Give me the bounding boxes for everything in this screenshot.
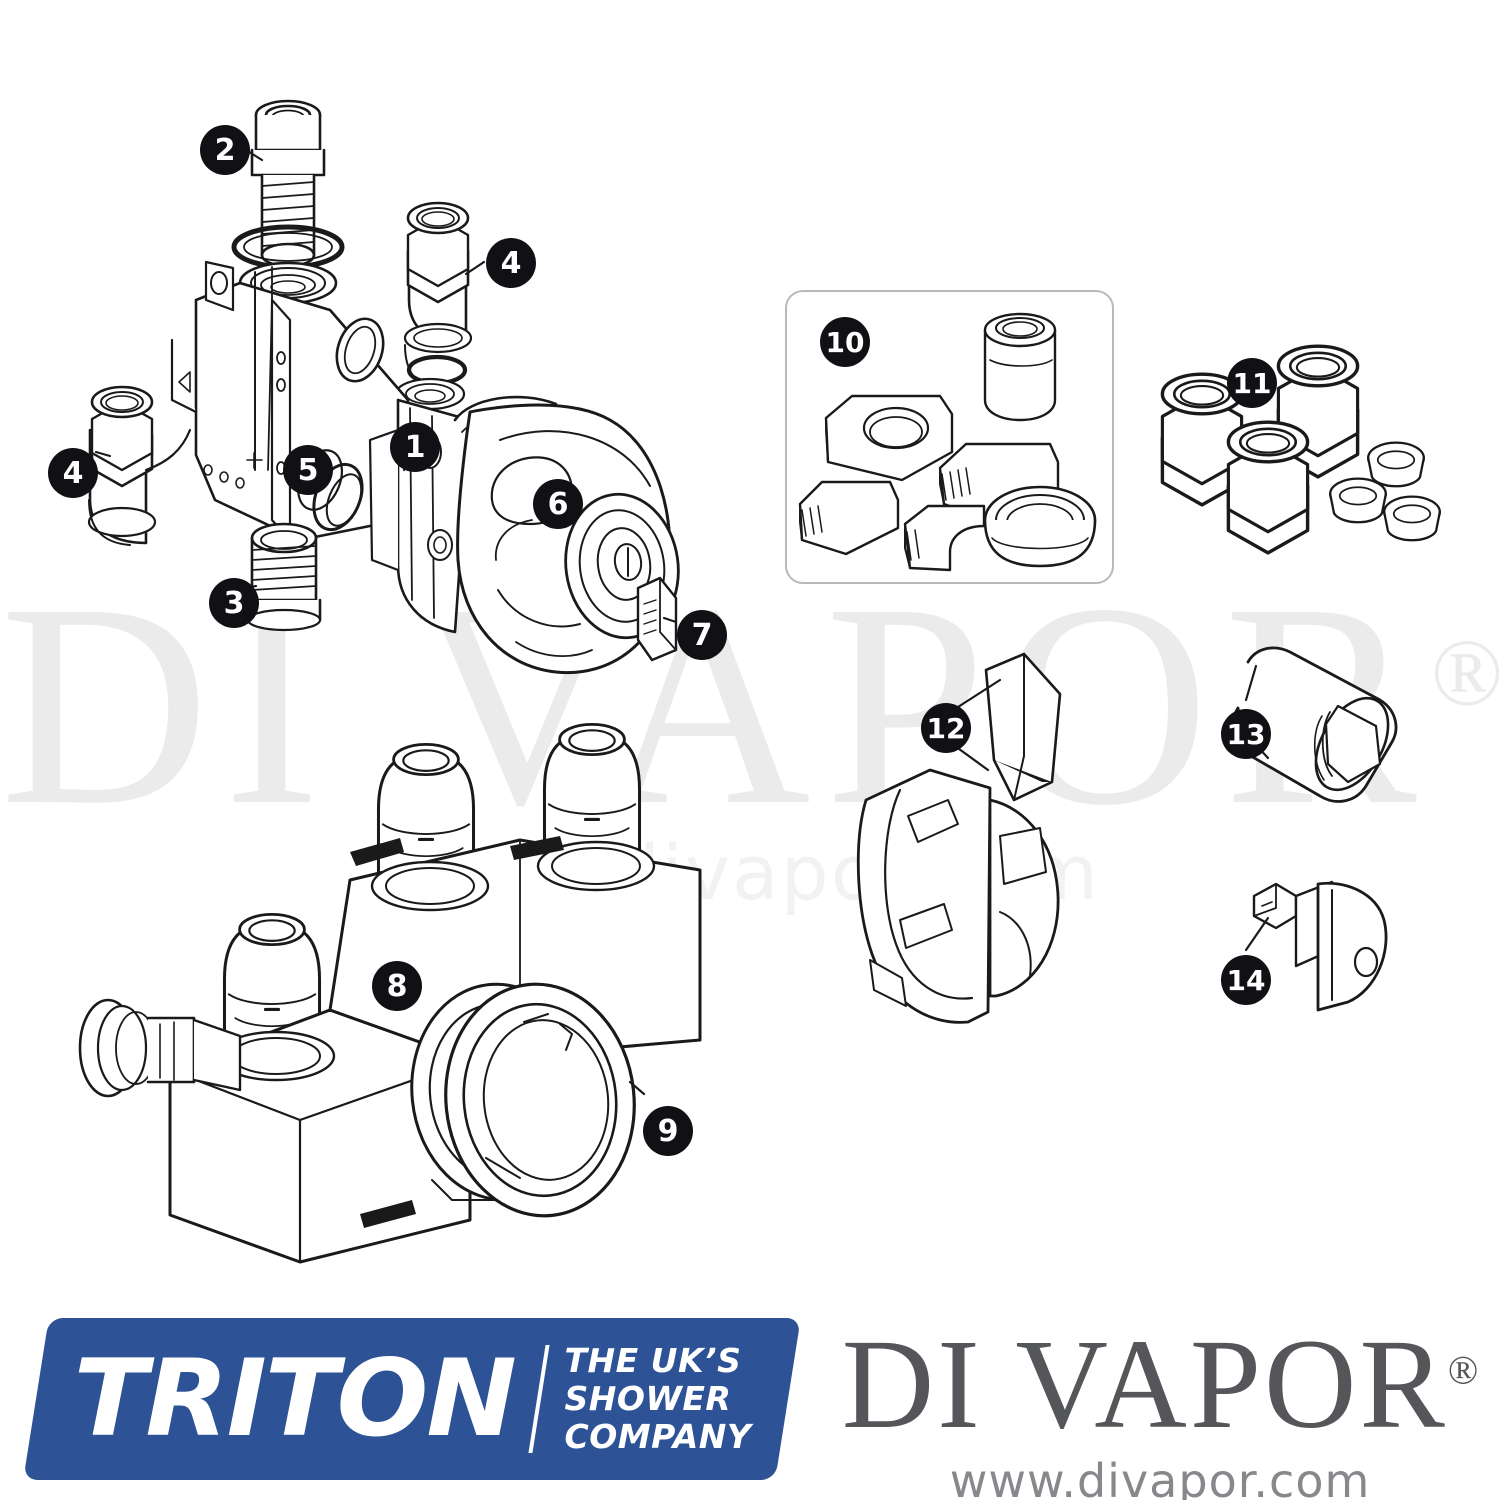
callout-label-7: 7 [691, 617, 713, 653]
divapor-logo: DI VAPOR® www.divapor.com [830, 1320, 1490, 1500]
callout-label-12: 12 [926, 711, 966, 745]
triton-divider [527, 1345, 550, 1453]
callout-badge-4-upper[interactable]: 4 [486, 238, 536, 288]
callout-badge-11[interactable]: 11 [1227, 358, 1277, 408]
callout-label-1: 1 [404, 429, 426, 465]
triton-logo-content: TRITON THE UK’S SHOWER COMPANY [36, 1318, 788, 1480]
triton-logo: TRITON THE UK’S SHOWER COMPANY [23, 1318, 801, 1480]
triton-tagline: THE UK’S SHOWER COMPANY [564, 1340, 752, 1457]
callout-label-13: 13 [1226, 717, 1266, 751]
callout-label-14: 14 [1226, 963, 1266, 997]
callout-label-11: 11 [1232, 366, 1272, 400]
callout-badge-14[interactable]: 14 [1221, 955, 1271, 1005]
triton-brand-text: TRITON [73, 1337, 517, 1460]
triton-tagline-line-1: THE UK’S [564, 1340, 742, 1380]
divapor-url: www.divapor.com [949, 1454, 1371, 1500]
callout-label-3: 3 [223, 585, 245, 621]
triton-tagline-line-2: SHOWER [564, 1378, 732, 1418]
triton-tagline-line-3: COMPANY [564, 1417, 752, 1457]
divapor-registered-icon: ® [1447, 1347, 1479, 1393]
callout-label-6: 6 [547, 486, 569, 522]
callout-badge-10[interactable]: 10 [820, 317, 870, 367]
callout-badge-2[interactable]: 2 [200, 125, 250, 175]
callout-badge-4-lower[interactable]: 4 [48, 448, 98, 498]
callout-label-10: 10 [825, 325, 865, 359]
divapor-brand: DI VAPOR® [830, 1320, 1490, 1448]
callout-label-4-lower: 4 [62, 455, 84, 491]
watermark-registered-icon: ® [1430, 619, 1500, 726]
callout-badge-12[interactable]: 12 [921, 703, 971, 753]
callout-badge-13[interactable]: 13 [1221, 709, 1271, 759]
callout-badge-3[interactable]: 3 [209, 578, 259, 628]
callout-label-8: 8 [386, 968, 408, 1004]
callout-label-9: 9 [657, 1113, 679, 1149]
callout-label-2: 2 [214, 132, 236, 168]
callout-badge-8[interactable]: 8 [372, 961, 422, 1011]
callout-label-4-upper: 4 [500, 245, 522, 281]
callout-badge-7[interactable]: 7 [677, 610, 727, 660]
callout-label-5: 5 [297, 452, 319, 488]
callout-badge-9[interactable]: 9 [643, 1106, 693, 1156]
divapor-brand-text: DI VAPOR [841, 1313, 1448, 1455]
callout-badge-1[interactable]: 1 [390, 422, 440, 472]
callout-badge-6[interactable]: 6 [533, 479, 583, 529]
seal-kit-box [785, 290, 1114, 584]
callout-badge-5[interactable]: 5 [283, 445, 333, 495]
